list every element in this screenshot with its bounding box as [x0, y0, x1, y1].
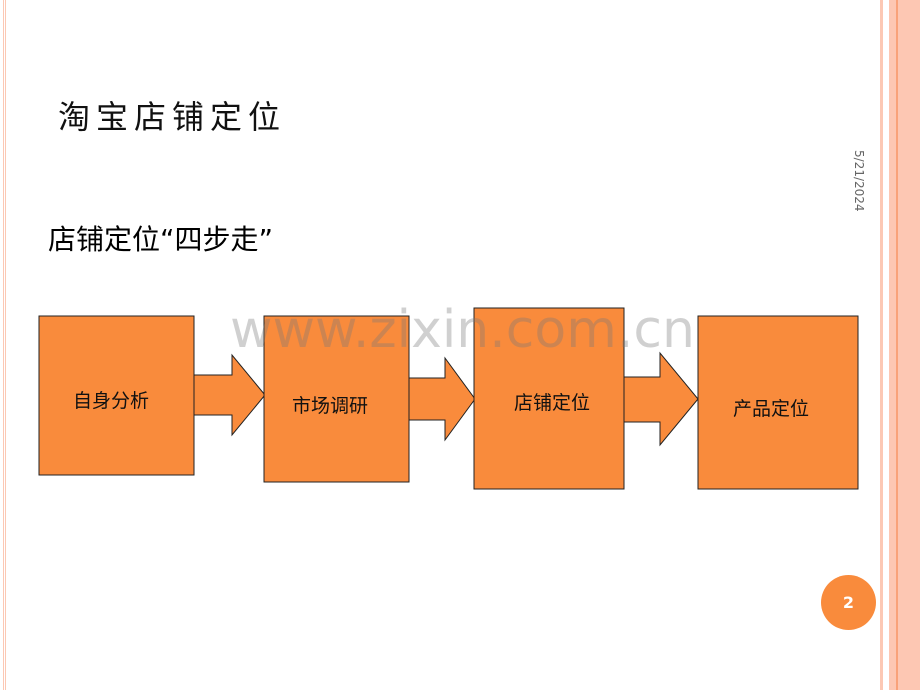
right-border-thin-stripe [880, 0, 883, 690]
left-border-gap [4, 0, 5, 690]
step-box-4 [697, 315, 859, 490]
step-label-4: 产品定位 [733, 398, 810, 420]
slide-title: 淘宝店铺定位 [58, 98, 287, 136]
right-border-band [889, 0, 920, 690]
step-label-2: 市场调研 [292, 395, 369, 417]
step-label-1: 自身分析 [73, 390, 150, 412]
step-box-2 [263, 315, 410, 483]
arrow-3 [623, 351, 699, 447]
page-number-badge: 2 [821, 575, 876, 630]
step-box-3 [473, 307, 625, 490]
right-border-line [896, 0, 898, 690]
step-label-3: 店铺定位 [514, 392, 591, 414]
slide-subtitle: 店铺定位“四步走” [48, 223, 274, 256]
arrow-1 [193, 353, 266, 437]
watermark: www.zixin.com.cn [230, 300, 695, 360]
arrow-2 [408, 356, 476, 442]
step-box-1 [38, 315, 195, 476]
